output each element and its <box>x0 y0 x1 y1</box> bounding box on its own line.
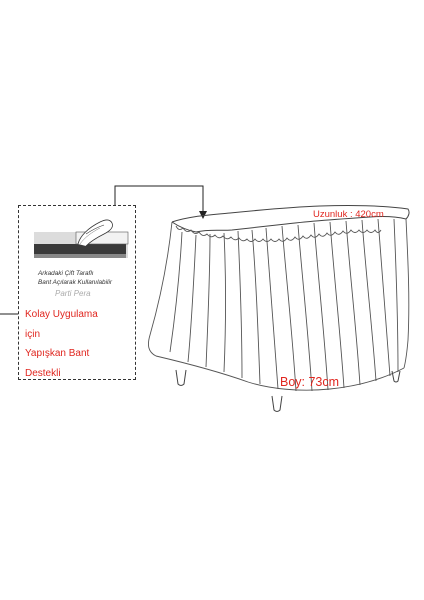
pointer-arrow <box>114 185 207 219</box>
feature-line-3: Yapışkan Bant <box>25 348 90 359</box>
feature-text: Kolay Uygulama için Yapışkan Bant Destek… <box>25 305 135 383</box>
tape-caption-line-1: Arkadaki Çift Taraflı <box>38 270 94 277</box>
table-top <box>171 204 410 233</box>
tape-caption: Arkadaki Çift Taraflı Bant Açılarak Kull… <box>38 269 138 287</box>
feature-callout <box>18 205 136 380</box>
feature-line-4: Destekli <box>25 367 61 379</box>
skirt-body <box>148 218 410 392</box>
length-label: Uzunluk : 420cm <box>313 209 384 220</box>
tape-caption-line-2: Bant Açılarak Kullanılabilir <box>38 279 113 286</box>
brand-name: Parti Pera <box>55 289 91 298</box>
table-legs <box>175 369 401 412</box>
feature-line-2: için <box>25 328 41 340</box>
feature-line-1: Kolay Uygulama <box>25 309 98 320</box>
height-label: Boy: 73cm <box>280 375 340 389</box>
tape-strip-illustration <box>34 219 129 258</box>
